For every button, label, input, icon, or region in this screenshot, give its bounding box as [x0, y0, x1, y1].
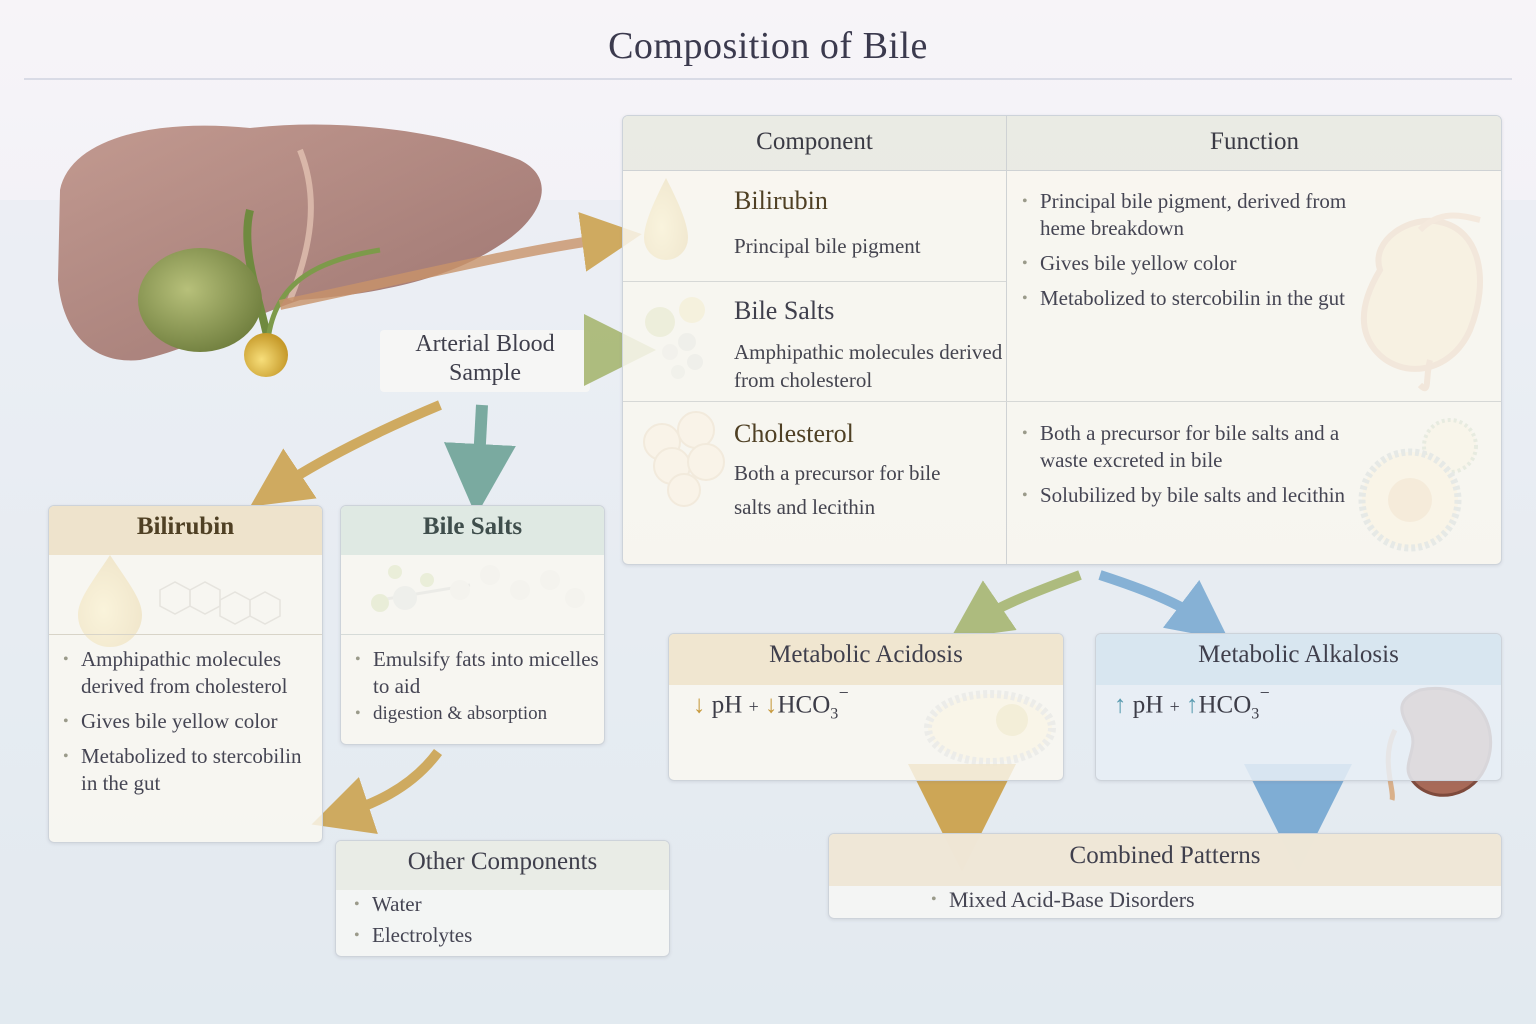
- list-item: Solubilized by bile salts and lecithin: [1018, 482, 1378, 509]
- list-item: Water: [350, 891, 650, 918]
- arrow-up-icon: ↑: [1114, 691, 1127, 719]
- page-title: Composition of Bile: [608, 25, 928, 67]
- hco3-charge: ⁻: [1259, 684, 1271, 708]
- hco3-charge: ⁻: [838, 684, 850, 708]
- list-item: Amphipathic molecules derived from chole…: [59, 646, 321, 700]
- hco3-subscript: 3: [830, 705, 839, 723]
- row-divider-1: [623, 281, 1006, 282]
- list-item: Emulsify fats into micelles to aid: [351, 646, 604, 700]
- ph-label: pH: [1132, 691, 1164, 719]
- arrow-up-icon: ↑: [1185, 691, 1199, 719]
- bilirubin-function-list: Principal bile pigment, derived from hem…: [1018, 188, 1388, 320]
- list-item: Principal bile pigment, derived from hem…: [1018, 188, 1388, 242]
- row-bilirubin-name: Bilirubin: [734, 186, 828, 215]
- column-divider: [1006, 116, 1007, 564]
- bilirubin-card-title: Bilirubin: [49, 506, 322, 555]
- row-divider-2: [623, 401, 1501, 402]
- hco3-label: HCO: [777, 691, 831, 719]
- list-item: Gives bile yellow color: [59, 708, 321, 735]
- list-item: Both a precursor for bile salts and a wa…: [1018, 420, 1378, 474]
- metabolic-acidosis-card: Metabolic Acidosis ↓ pH + ↓HCO3⁻: [668, 633, 1064, 781]
- combined-patterns-card: Combined Patterns Mixed Acid-Base Disord…: [828, 833, 1502, 919]
- alkalosis-formula: ↑ pH + ↑HCO3⁻: [1114, 684, 1270, 723]
- list-item: digestion & absorption: [351, 700, 604, 727]
- header-function: Function: [1210, 128, 1299, 155]
- combined-title: Combined Patterns: [829, 834, 1501, 886]
- sample-label: Arterial Blood Sample: [380, 330, 590, 392]
- metabolic-alkalosis-card: Metabolic Alkalosis ↑ pH + ↑HCO3⁻: [1095, 633, 1502, 781]
- other-components-title: Other Components: [336, 841, 669, 890]
- composition-table: Component Function Bilirubin Principal b…: [622, 115, 1502, 565]
- combined-list: Mixed Acid-Base Disorders: [927, 886, 1427, 918]
- plus-sign: +: [748, 696, 759, 717]
- hco3-subscript: 3: [1251, 705, 1260, 723]
- bilirubin-card-divider: [49, 634, 322, 635]
- alkalosis-title: Metabolic Alkalosis: [1096, 634, 1501, 685]
- other-components-card: Other Components Water Electrolytes: [335, 840, 670, 957]
- bile-salts-card-divider: [341, 634, 604, 635]
- acidosis-title: Metabolic Acidosis: [669, 634, 1063, 685]
- cholesterol-function-list: Both a precursor for bile salts and a wa…: [1018, 420, 1378, 517]
- list-item: Gives bile yellow color: [1018, 250, 1388, 277]
- ph-label: pH: [711, 691, 743, 719]
- bile-salts-card: Bile Salts Emulsify fats into micelles t…: [340, 505, 605, 745]
- row-bilesalts-name: Bile Salts: [734, 296, 835, 325]
- list-item: Mixed Acid-Base Disorders: [927, 886, 1427, 913]
- table-header: [623, 116, 1501, 171]
- header-component: Component: [756, 128, 873, 155]
- plus-sign: +: [1169, 696, 1180, 717]
- title-divider: [24, 78, 1512, 80]
- arrow-down-icon: ↓: [693, 691, 706, 719]
- bilirubin-card-list: Amphipathic molecules derived from chole…: [59, 646, 321, 805]
- arrow-down-icon: ↓: [764, 691, 778, 719]
- list-item: Metabolized to stercobilin in the gut: [1018, 285, 1388, 312]
- row-bilesalts-desc: Amphipathic molecules derived from chole…: [734, 340, 1003, 392]
- list-item: Metabolized to stercobilin in the gut: [59, 743, 321, 797]
- other-components-list: Water Electrolytes: [350, 891, 650, 956]
- row-cholesterol-desc: Both a precursor for bile salts and leci…: [734, 461, 941, 519]
- list-item: Electrolytes: [350, 922, 650, 949]
- bilirubin-card: Bilirubin Amphipathic molecules derived …: [48, 505, 323, 843]
- row-cholesterol-name: Cholesterol: [734, 419, 854, 448]
- acidosis-formula: ↓ pH + ↓HCO3⁻: [693, 684, 849, 723]
- bile-salts-card-list: Emulsify fats into micelles to aid diges…: [351, 646, 604, 735]
- row-bilirubin-desc: Principal bile pigment: [734, 234, 921, 258]
- bile-salts-card-title: Bile Salts: [341, 506, 604, 555]
- hco3-label: HCO: [1198, 691, 1252, 719]
